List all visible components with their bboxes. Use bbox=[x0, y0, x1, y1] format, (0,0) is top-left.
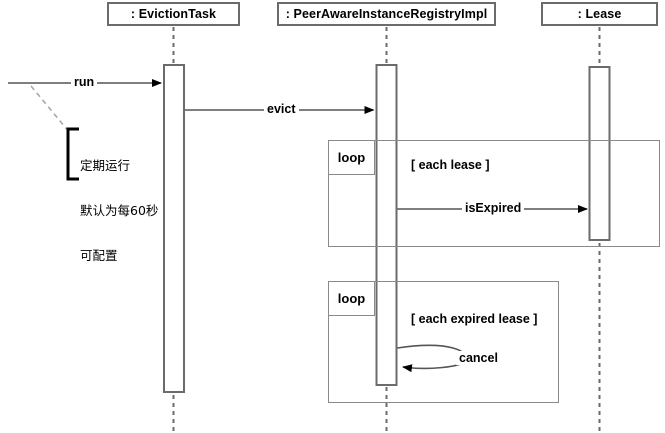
note-line-3: 可配置 bbox=[80, 248, 118, 263]
activation-bar-peer-aware-instance-registry-impl bbox=[375, 64, 398, 386]
note-connector-line bbox=[30, 85, 71, 134]
message-label-cancel: cancel bbox=[456, 351, 501, 365]
fragment-operator-label-loop-each-expired-lease: loop bbox=[337, 291, 366, 306]
note-run-schedule: 定期运行 默认为每60秒 可配置 bbox=[80, 128, 158, 293]
message-label-evict: evict bbox=[264, 102, 299, 116]
lifeline-header-label-eviction-task: : EvictionTask bbox=[130, 7, 217, 21]
message-label-is-expired: isExpired bbox=[462, 201, 525, 215]
fragment-operator-label-loop-each-lease: loop bbox=[337, 150, 366, 165]
activation-bar-lease bbox=[588, 66, 611, 241]
note-line-1: 定期运行 bbox=[80, 158, 131, 173]
fragment-loop-each-expired-lease[interactable] bbox=[328, 281, 559, 403]
note-bracket bbox=[66, 127, 79, 181]
fragment-operator-tab-loop-each-expired-lease: loop bbox=[328, 281, 375, 316]
lifeline-header-peer-aware-instance-registry-impl[interactable]: : PeerAwareInstanceRegistryImpl bbox=[277, 2, 496, 26]
message-label-run: run bbox=[71, 75, 98, 89]
fragment-operator-tab-loop-each-lease: loop bbox=[328, 140, 375, 175]
lifeline-header-label-peer-aware-instance-registry-impl: : PeerAwareInstanceRegistryImpl bbox=[285, 7, 488, 21]
fragment-loop-each-lease[interactable] bbox=[328, 140, 660, 247]
lifeline-header-label-lease: : Lease bbox=[577, 7, 622, 21]
fragment-guard-loop-each-lease: [ each lease ] bbox=[411, 158, 490, 172]
note-line-2: 默认为每60秒 bbox=[80, 203, 159, 218]
lifeline-header-lease[interactable]: : Lease bbox=[541, 2, 658, 26]
fragment-guard-loop-each-expired-lease: [ each expired lease ] bbox=[411, 312, 538, 326]
lifeline-header-eviction-task[interactable]: : EvictionTask bbox=[107, 2, 240, 26]
activation-bar-eviction-task bbox=[163, 64, 185, 393]
